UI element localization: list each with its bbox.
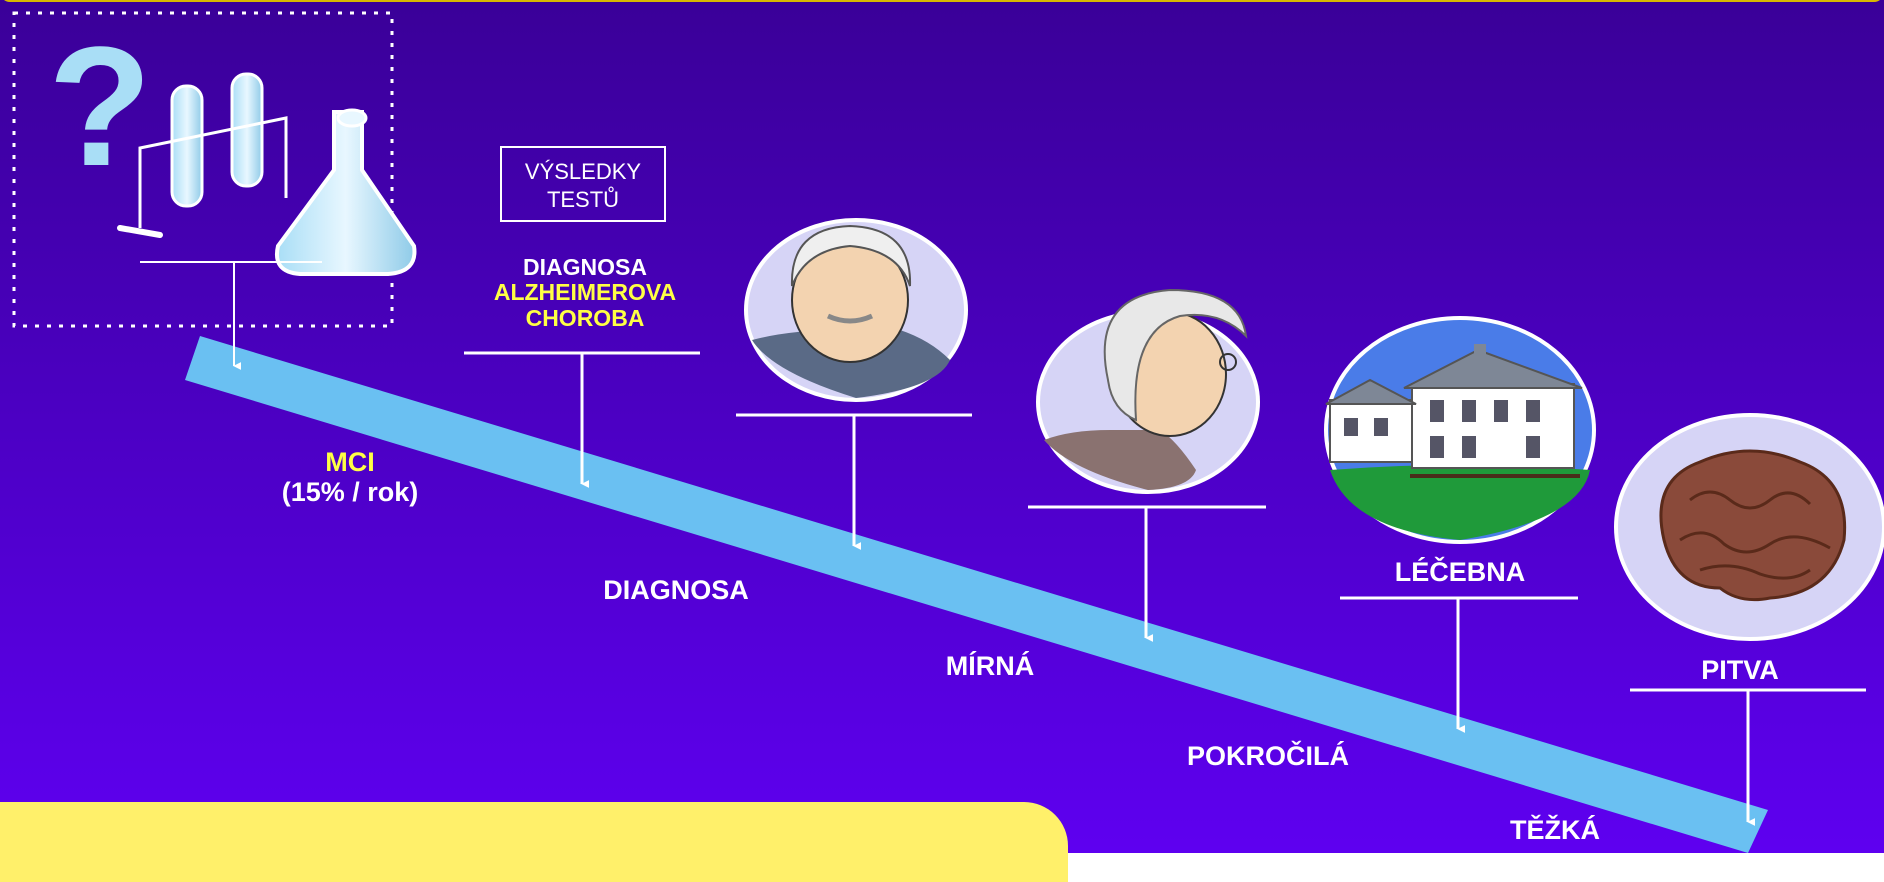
- lecebna-label: LÉČEBNA: [1394, 557, 1526, 587]
- pitva-label: PITVA: [1701, 655, 1779, 685]
- stage-diagnosa: DIAGNOSA: [603, 575, 749, 605]
- lab-glassware-icon: ?: [48, 12, 417, 276]
- stage-mirna: MÍRNÁ: [945, 651, 1035, 681]
- stage-mci: MCI (15% / rok): [250, 447, 450, 507]
- diagnosis-line1: DIAGNOSA: [523, 254, 647, 280]
- lab-frame: [12, 11, 394, 328]
- bottom-panel: [0, 802, 1068, 882]
- header-strip: [4, 0, 1880, 2]
- test-results-line2: TESTŮ: [546, 187, 620, 212]
- timeline-diagram: ?: [0, 0, 1884, 853]
- stage-mci-label: MCI: [325, 447, 375, 477]
- brain-icon: [1614, 413, 1884, 641]
- test-results-line1: VÝSLEDKY: [524, 159, 642, 184]
- elderly-woman-icon: [1036, 288, 1260, 494]
- stage-pokrocila: POKROČILÁ: [1187, 741, 1349, 771]
- diagnosis-line3: CHOROBA: [525, 304, 645, 331]
- stage-mci-rate: (15% / rok): [281, 476, 419, 507]
- stage-tezka: TĚŽKÁ: [1510, 815, 1600, 845]
- diagnosis-label: DIAGNOSA ALZHEIMEROVA CHOROBA: [470, 254, 700, 331]
- test-results-box: VÝSLEDKY TESTŮ: [500, 146, 666, 222]
- elderly-man-icon: [744, 218, 968, 402]
- diagnosis-line2: ALZHEIMEROVA: [493, 279, 677, 306]
- svg-text:?: ?: [48, 12, 152, 202]
- background: [0, 0, 1884, 853]
- nursing-home-icon: [1324, 316, 1596, 544]
